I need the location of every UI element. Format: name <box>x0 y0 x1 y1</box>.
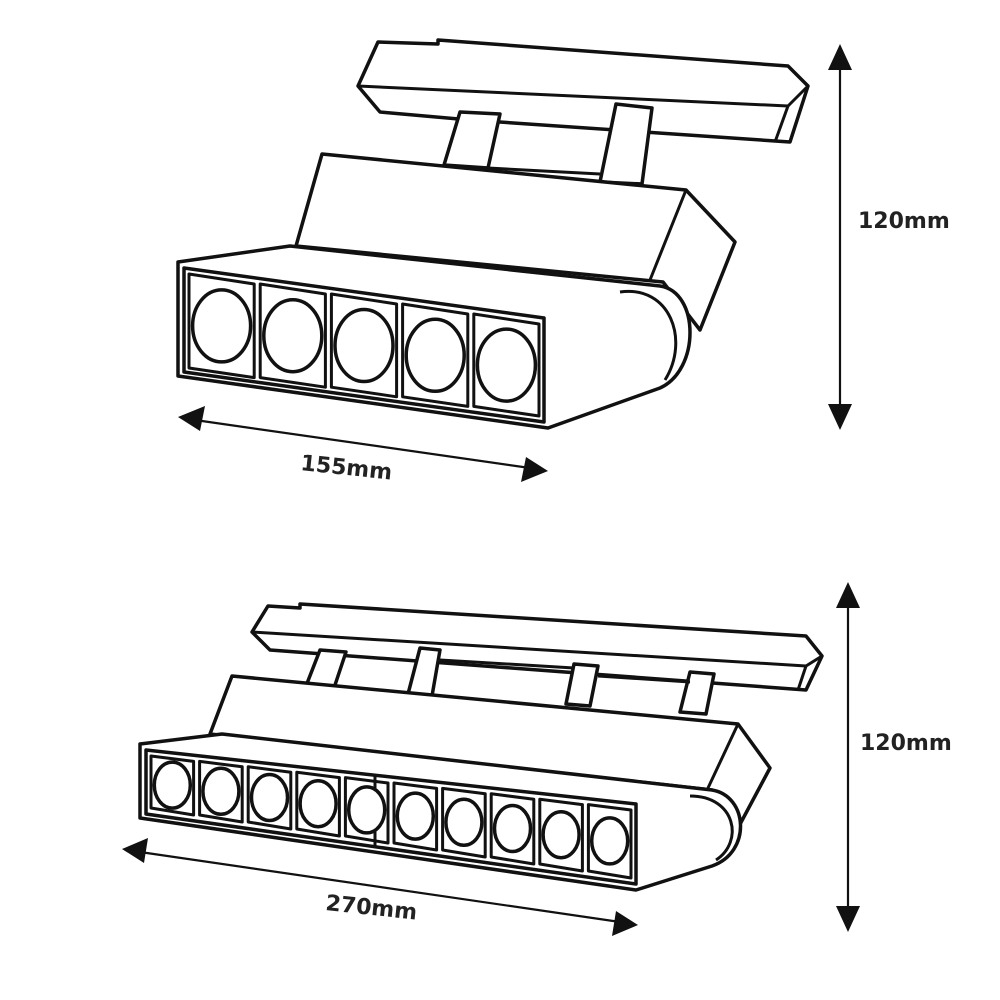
lens-cell <box>198 759 244 824</box>
lens <box>346 785 387 835</box>
lens-cell <box>392 781 439 852</box>
track-rail <box>250 602 824 692</box>
lens <box>249 772 290 823</box>
lens <box>298 778 338 829</box>
track-light-10-lens <box>138 602 824 892</box>
lens <box>333 307 395 384</box>
lens <box>404 317 466 394</box>
track-light-5-lens <box>176 38 810 430</box>
lens-cell <box>246 765 293 831</box>
width-dimension: 270mm <box>122 838 638 936</box>
lens-cell <box>343 776 390 845</box>
lens <box>262 297 324 374</box>
rail-connector <box>304 646 716 716</box>
width-label: 270mm <box>324 891 418 925</box>
lens <box>201 766 241 817</box>
lens <box>589 816 630 866</box>
lens <box>444 797 484 848</box>
width-label: 155mm <box>299 451 393 485</box>
track-rail <box>356 38 810 144</box>
lens-cell <box>258 282 327 389</box>
lens-cell <box>401 302 470 408</box>
lens-cell <box>295 770 341 838</box>
height-label: 120mm <box>860 731 952 756</box>
lens <box>395 791 436 841</box>
lens <box>541 809 581 860</box>
lens-cell <box>441 786 487 859</box>
lens-cell <box>187 272 256 380</box>
height-dimension: 120mm <box>828 44 950 430</box>
lens-cell <box>472 312 541 418</box>
lens-cell <box>329 292 399 399</box>
lens <box>492 803 533 854</box>
lens <box>152 760 193 810</box>
lens-cell <box>538 797 584 873</box>
lamp-head <box>138 732 743 892</box>
lens <box>190 288 253 364</box>
lens-cell <box>149 754 196 817</box>
lens-cell <box>586 803 633 880</box>
lens-cell <box>489 792 536 866</box>
width-dimension: 155mm <box>178 406 548 486</box>
lens-row <box>149 754 633 880</box>
height-label: 120mm <box>858 209 950 234</box>
lens <box>475 327 538 403</box>
lamp-head <box>176 244 692 430</box>
rail-connector <box>442 102 654 186</box>
lens-row <box>187 272 541 418</box>
height-dimension: 120mm <box>836 582 952 932</box>
